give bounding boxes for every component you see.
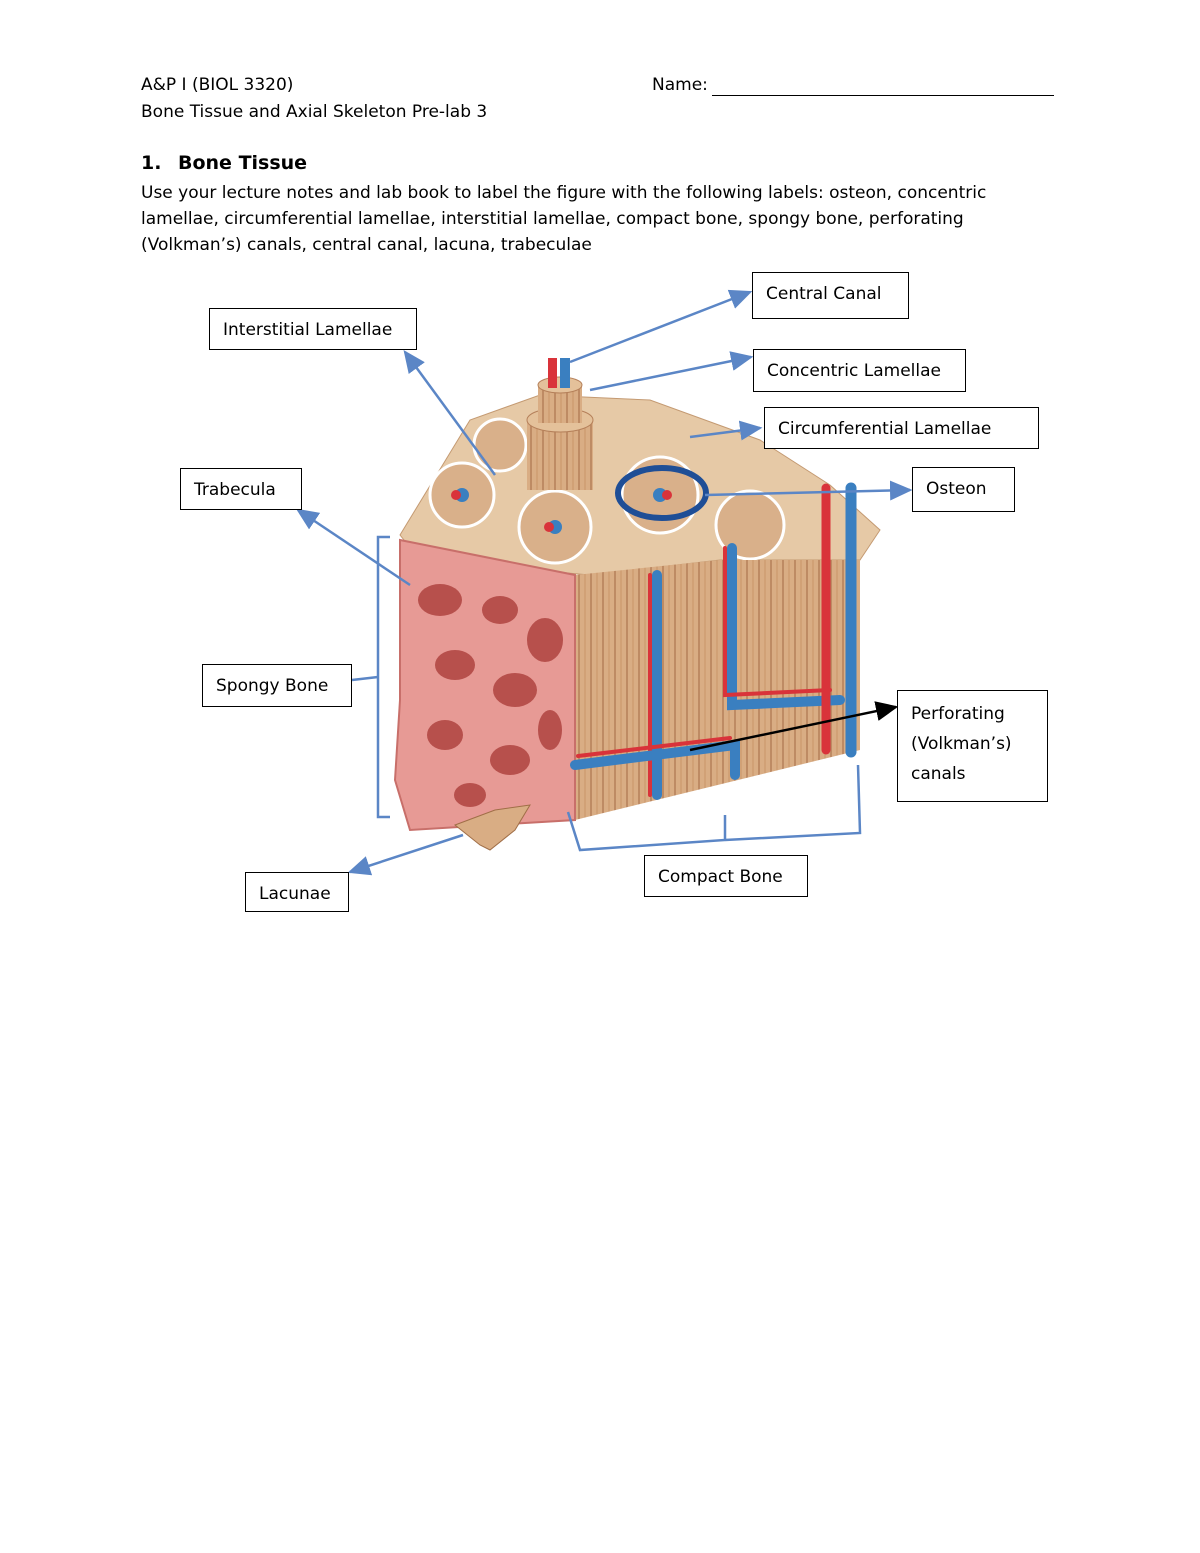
spongy-bone-bracket (376, 535, 390, 819)
label-perforating-canals: Perforating (Volkman’s) canals (897, 690, 1048, 802)
osteon-highlight-ring (615, 465, 709, 521)
arrow-circumferential-lamellae (689, 420, 763, 441)
document-subtitle: Bone Tissue and Axial Skeleton Pre-lab 3 (141, 102, 488, 122)
arrow-perforating-canals (689, 701, 899, 752)
label-spongy-bone: Spongy Bone (202, 664, 352, 707)
label-osteon: Osteon (912, 467, 1015, 512)
arrow-interstitial-lamellae (403, 349, 497, 476)
label-interstitial-lamellae: Interstitial Lamellae (209, 308, 417, 350)
trabecula-fragment (454, 804, 531, 851)
label-concentric-lamellae: Concentric Lamellae (753, 349, 966, 392)
label-compact-bone: Compact Bone (644, 855, 808, 897)
label-perforating-line2: (Volkman’s) (911, 734, 1012, 754)
label-perforating-line3: canals (911, 764, 966, 784)
label-perforating-line1: Perforating (911, 704, 1005, 724)
spongy-bone-region (393, 538, 576, 832)
label-central-canal: Central Canal (752, 272, 909, 319)
section-number: 1. (141, 152, 162, 174)
arrow-trabecula (295, 508, 411, 587)
arrow-concentric-lamellae (589, 351, 754, 392)
name-label: Name: (652, 75, 708, 95)
label-circumferential-lamellae: Circumferential Lamellae (764, 407, 1039, 449)
label-lacunae: Lacunae (245, 872, 349, 912)
name-field[interactable]: Name: (652, 74, 1054, 96)
arrow-lacunae (347, 833, 464, 876)
compact-bone-bracket (566, 764, 862, 852)
label-trabecula: Trabecula (180, 468, 302, 510)
section-title: Bone Tissue (178, 152, 308, 174)
arrow-osteon (704, 480, 913, 501)
arrow-central-canal (569, 289, 753, 364)
instructions-text: Use your lecture notes and lab book to l… (141, 183, 987, 255)
name-blank-line[interactable] (711, 77, 1054, 96)
course-title: A&P I (BIOL 3320) (141, 75, 294, 95)
blood-vessels (570, 482, 857, 800)
osteon-cylinder (526, 358, 594, 490)
